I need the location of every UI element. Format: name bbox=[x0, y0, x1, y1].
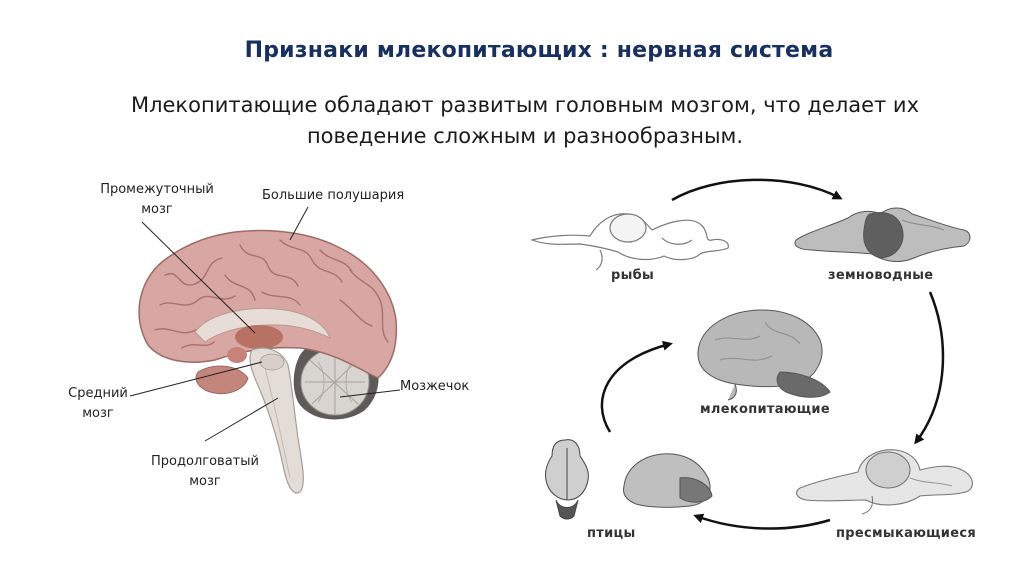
label-birds: птицы bbox=[587, 526, 636, 541]
label-fish: рыбы bbox=[611, 268, 655, 283]
label-midbrain: Средний мозг bbox=[68, 386, 128, 421]
label-amphibians: земноводные bbox=[828, 268, 934, 283]
slide-subtitle: Млекопитающие обладают развитым головным… bbox=[100, 90, 950, 152]
evolution-cycle-arrows bbox=[600, 178, 945, 530]
label-cerebellum: Мозжечок bbox=[400, 379, 470, 394]
arrow-reptiles-to-birds bbox=[693, 513, 831, 530]
label-reptiles: пресмыкающиеся bbox=[836, 526, 976, 541]
brain-label-pointers bbox=[129, 206, 401, 442]
arrow-amphibians-to-reptiles bbox=[914, 291, 945, 445]
bird-brain-side-illustration bbox=[623, 453, 713, 508]
mammal-brain-illustration bbox=[697, 309, 831, 401]
label-cerebral-hemispheres: Большие полушария bbox=[262, 188, 405, 203]
subtitle-line-1: Млекопитающие обладают развитым головным… bbox=[130, 93, 920, 117]
amphibian-brain-illustration bbox=[794, 207, 971, 262]
label-medulla: Продолговатый мозг bbox=[151, 454, 259, 489]
arrow-fish-to-amphibians bbox=[671, 178, 843, 202]
label-mammals: млекопитающие bbox=[700, 402, 830, 417]
brainstem-shape bbox=[249, 347, 304, 494]
label-diencephalon: Промежуточный мозг bbox=[100, 182, 214, 217]
fish-brain-illustration bbox=[529, 213, 729, 271]
slide-title: Признаки млекопитающих : нервная система bbox=[244, 38, 834, 63]
reptile-brain-illustration bbox=[796, 449, 973, 515]
human-brain-illustration bbox=[138, 229, 398, 494]
subtitle-line-2: поведение сложным и разнообразным. bbox=[306, 124, 744, 148]
bird-brain-top-illustration bbox=[545, 439, 589, 520]
arrow-birds-to-mammals bbox=[600, 340, 673, 433]
thalamus-shape bbox=[235, 325, 283, 349]
